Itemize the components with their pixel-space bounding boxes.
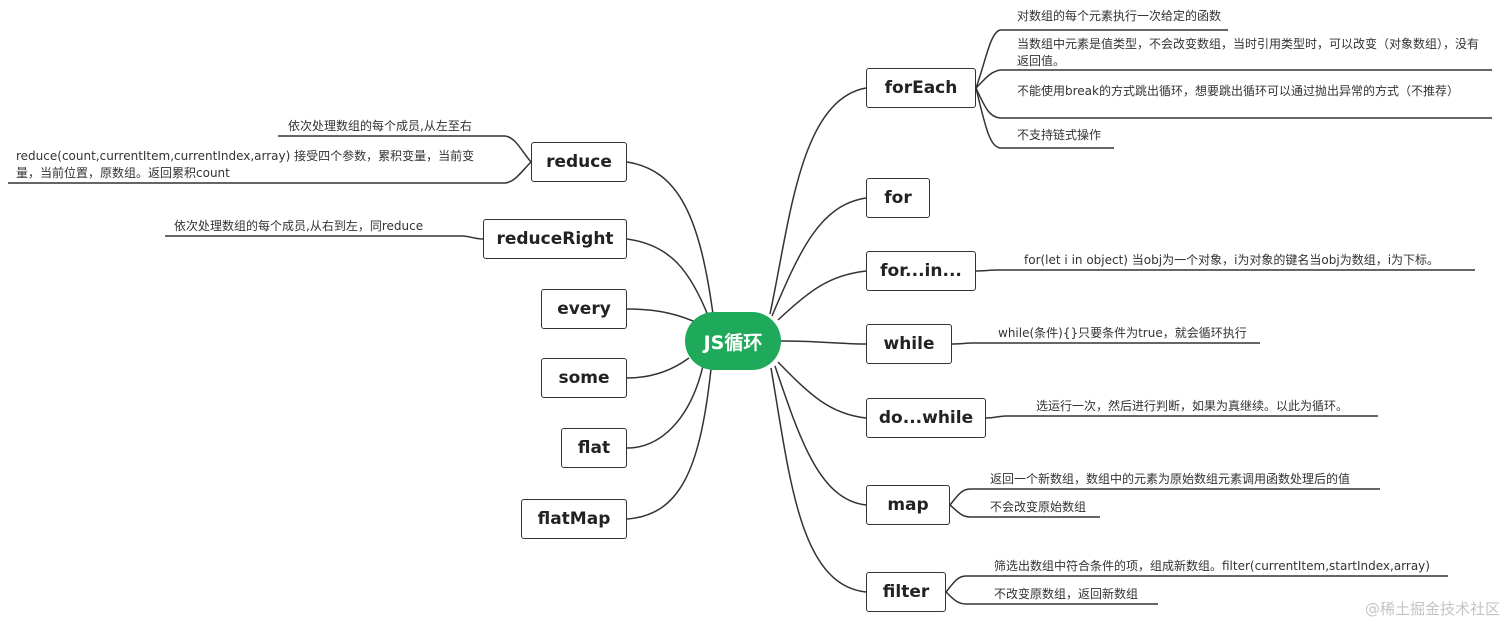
- link-while: [780, 340, 867, 345]
- link-reduce: [626, 161, 714, 315]
- note-forEach-2: 当数组中元素是值类型，不会改变数组，当时引用类型时，可以改变（对象数组），没有返…: [1017, 37, 1480, 68]
- topic-forEach-label: forEach: [884, 78, 958, 98]
- topic-every-label: every: [557, 299, 611, 319]
- note-while-1: while(条件){}只要条件为true，就会循环执行: [998, 326, 1247, 340]
- watermark: @稀土掘金技术社区: [1364, 600, 1500, 618]
- topic-reduce[interactable]: reduce: [531, 142, 627, 182]
- link-every: [626, 308, 701, 325]
- note-map-1: 返回一个新数组，数组中的元素为原始数组元素调用函数处理后的值: [990, 472, 1351, 486]
- topic-reduceRight-label: reduceRight: [496, 229, 614, 249]
- root-label: JS循环: [703, 331, 763, 354]
- topic-filter[interactable]: filter: [866, 572, 946, 612]
- topic-map[interactable]: map: [866, 485, 950, 525]
- note-reduce-1: 依次处理数组的每个成员,从左至右: [288, 119, 472, 133]
- note-reduceRight-1: 依次处理数组的每个成员,从右到左，同reduce: [174, 219, 424, 233]
- link-flatMap: [626, 368, 712, 520]
- link-some: [626, 357, 690, 379]
- link-dowhile: [777, 361, 867, 419]
- topic-flatMap[interactable]: flatMap: [521, 499, 627, 539]
- link-filter: [770, 367, 867, 593]
- topic-reduce-label: reduce: [546, 152, 612, 172]
- topic-flatMap-label: flatMap: [537, 509, 611, 529]
- note-filter-1: 筛选出数组中符合条件的项，组成新数组。filter(currentItem,st…: [994, 559, 1430, 573]
- link-map: [774, 365, 867, 506]
- topic-do-while[interactable]: do...while: [866, 398, 986, 438]
- topic-map-label: map: [887, 495, 929, 515]
- topic-some[interactable]: some: [541, 358, 627, 398]
- link-flat: [626, 365, 704, 449]
- topic-flat-label: flat: [577, 438, 611, 458]
- link-reduceRight: [626, 238, 710, 319]
- topic-some-label: some: [558, 368, 610, 388]
- note-reduce-2: reduce(count,currentItem,currentIndex,ar…: [16, 149, 475, 180]
- note-forEach-4: 不支持链式操作: [1017, 128, 1102, 142]
- topic-flat[interactable]: flat: [561, 428, 627, 468]
- topic-for[interactable]: for: [866, 178, 930, 218]
- topic-for-in-label: for...in...: [880, 261, 962, 281]
- topic-forEach[interactable]: forEach: [866, 68, 976, 108]
- topic-for-in[interactable]: for...in...: [866, 251, 976, 291]
- topic-for-label: for: [884, 188, 912, 208]
- topic-while-label: while: [883, 334, 935, 354]
- topic-filter-label: filter: [882, 582, 930, 602]
- note-filter-2: 不改变原数组，返回新数组: [994, 587, 1139, 601]
- topic-do-while-label: do...while: [878, 408, 974, 428]
- note-map-2: 不会改变原始数组: [990, 500, 1087, 514]
- note-forEach-3: 不能使用break的方式跳出循环，想要跳出循环可以通过抛出异常的方式（不推荐）: [1017, 84, 1459, 98]
- link-forEach: [769, 87, 867, 315]
- root-node[interactable]: JS循环: [685, 312, 781, 370]
- link-forin: [777, 270, 867, 321]
- note-do-while-1: 选运行一次，然后进行判断，如果为真继续。以此为循环。: [1036, 399, 1349, 413]
- note-forEach-1: 对数组的每个元素执行一次给定的函数: [1017, 9, 1222, 23]
- topic-every[interactable]: every: [541, 289, 627, 329]
- link-for: [771, 197, 867, 317]
- topic-reduceRight[interactable]: reduceRight: [483, 219, 627, 259]
- note-for-in-1: for(let i in object) 当obj为一个对象，i为对象的键名当o…: [1024, 253, 1440, 267]
- topic-while[interactable]: while: [866, 324, 952, 364]
